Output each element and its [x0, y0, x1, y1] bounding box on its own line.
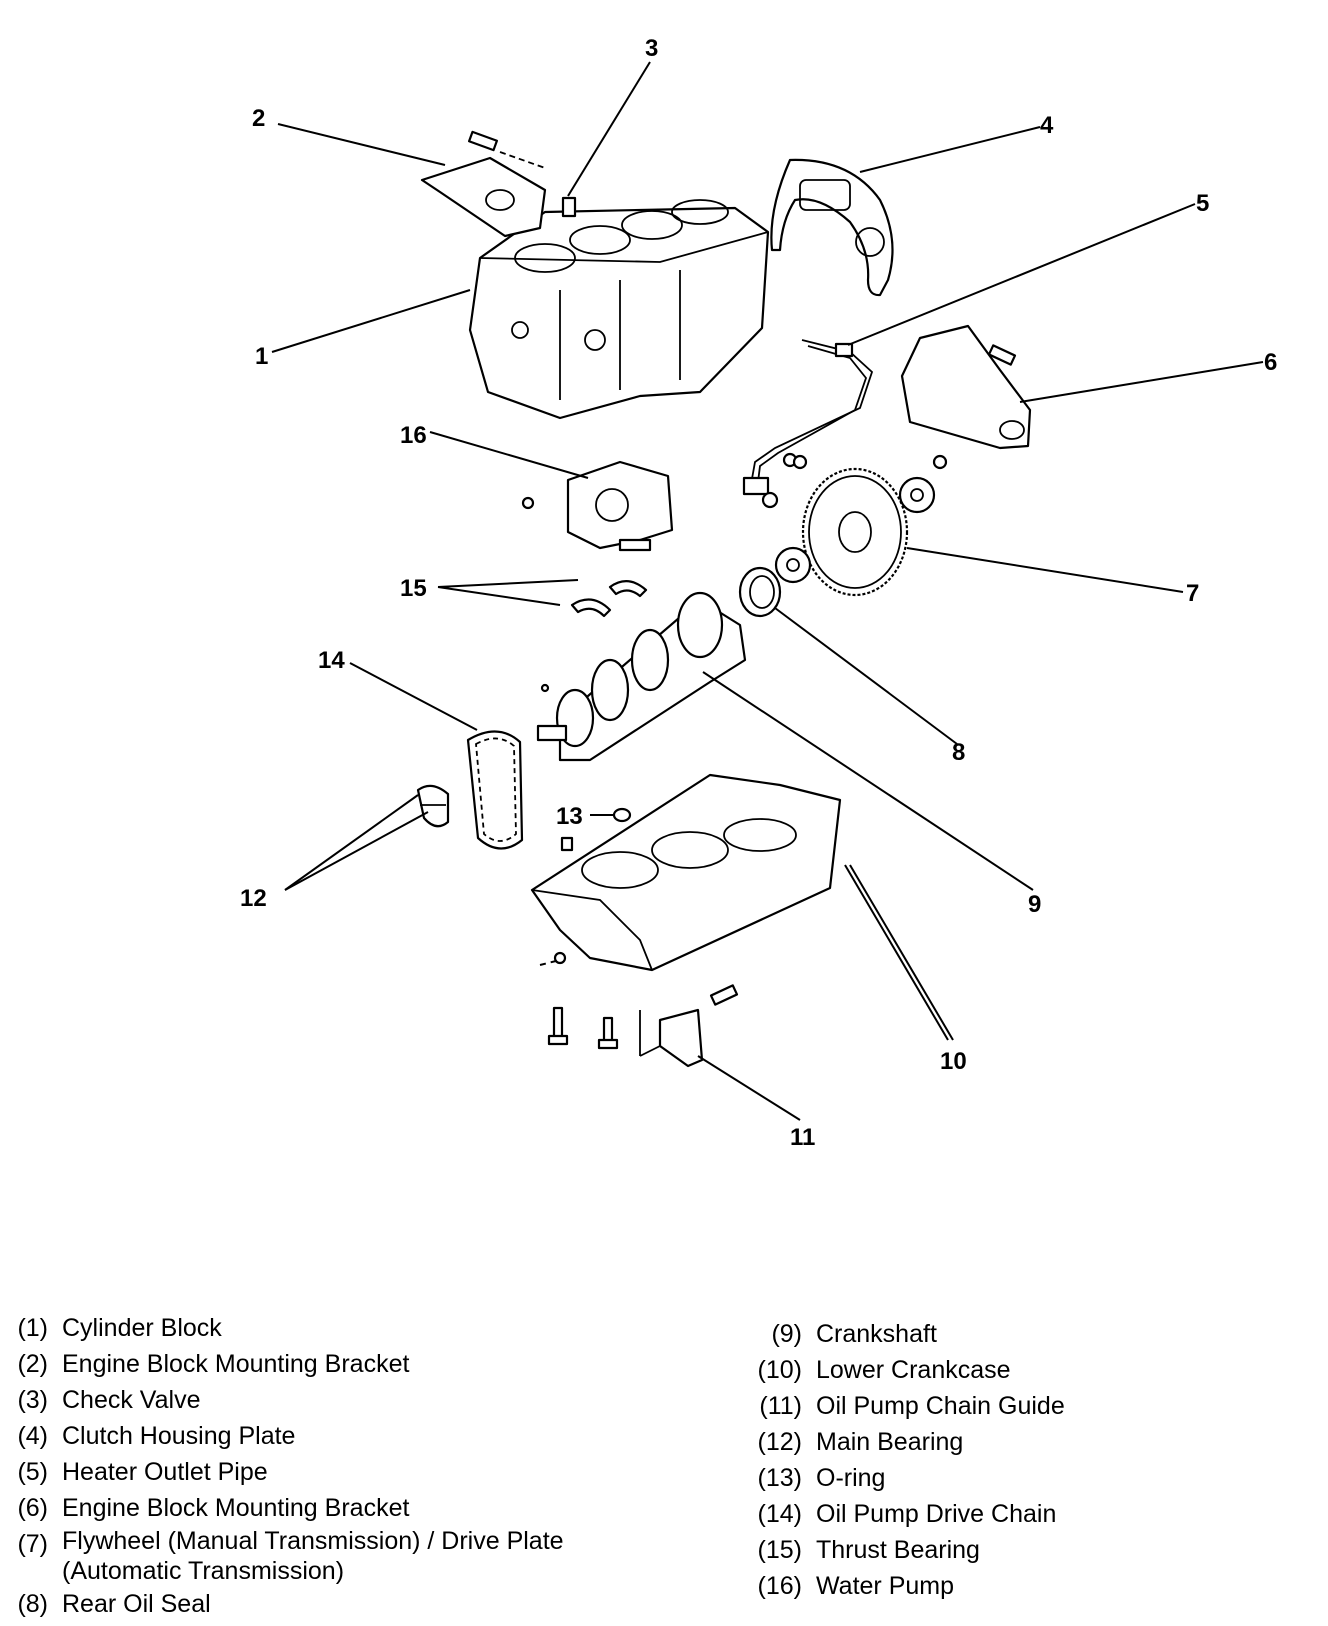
flywheel-drive-plate	[774, 454, 948, 597]
callout-12: 12	[240, 885, 267, 912]
legend-item: (10)Lower Crankcase	[757, 1356, 1011, 1384]
callout-10: 10	[940, 1048, 967, 1075]
callout-15: 15	[400, 575, 427, 602]
check-valve	[561, 196, 577, 218]
callout-1: 1	[255, 343, 268, 370]
legend-item: (13)O-ring	[757, 1464, 886, 1492]
crankcase-bolts	[547, 984, 739, 1050]
callout-11: 11	[790, 1124, 815, 1151]
callout-9: 9	[1028, 891, 1041, 918]
legend-item: (12)Main Bearing	[757, 1428, 964, 1456]
clutch-plate-hole	[855, 227, 885, 257]
main-bearing	[416, 784, 450, 828]
callout-8: 8	[952, 739, 965, 766]
callout-13: 13	[556, 803, 583, 830]
callout-7: 7	[1186, 580, 1199, 607]
legend-item: (15)Thrust Bearing	[757, 1536, 980, 1564]
water-pump	[521, 460, 674, 552]
legend-item: (16)Water Pump	[757, 1572, 955, 1600]
callout-5: 5	[1196, 190, 1209, 217]
lower-crankcase	[530, 773, 842, 972]
legend-right: (9)Crankshaft (10)Lower Crankcase (11)Oi…	[740, 1316, 1065, 1604]
heater-outlet-pipe	[742, 339, 874, 509]
rear-oil-seal	[738, 566, 782, 618]
legend-item: (7)Flywheel (Manual Transmission) / Driv…	[17, 1527, 564, 1585]
callout-3: 3	[645, 35, 658, 62]
callout-2: 2	[252, 105, 265, 132]
clutch-housing-plate	[770, 158, 894, 297]
legend-item: (3)Check Valve	[17, 1386, 201, 1414]
engine-block-mounting-bracket-right	[900, 324, 1032, 450]
legend-item: (11)Oil Pump Chain Guide	[759, 1392, 1065, 1420]
callout-16: 16	[400, 422, 427, 449]
clutch-plate-window	[799, 179, 851, 211]
callout-labels: 1 2 3 4 5 6 7 8 9 10 11 12 13 14 15 16	[240, 35, 1277, 1151]
legend-item: (8)Rear Oil Seal	[17, 1590, 211, 1618]
callout-14: 14	[318, 647, 345, 674]
callout-4: 4	[1040, 112, 1054, 139]
cylinder-block	[468, 199, 770, 420]
legend-item: (9)Crankshaft	[771, 1320, 937, 1348]
legend-item: (1)Cylinder Block	[17, 1314, 222, 1342]
legend-item: (6)Engine Block Mounting Bracket	[17, 1494, 410, 1522]
callout-6: 6	[1264, 349, 1277, 376]
thrust-bearings	[570, 580, 648, 618]
oil-pump-chain-guide	[639, 1008, 704, 1068]
oil-pump-drive-chain	[466, 730, 524, 850]
dowel-pin	[560, 836, 574, 852]
legend-item: (14)Oil Pump Drive Chain	[757, 1500, 1057, 1528]
legend-item: (2)Engine Block Mounting Bracket	[17, 1350, 410, 1378]
leader-lines	[271, 61, 1264, 1121]
exploded-engine-diagram: 1 2 3 4 5 6 7 8 9 10 11 12 13 14 15 16	[240, 35, 1277, 1151]
crankshaft	[536, 591, 747, 762]
legend-item: (4)Clutch Housing Plate	[17, 1422, 296, 1450]
engine-block-mounting-bracket-left	[420, 130, 547, 238]
legend-left: (1)Cylinder Block (2)Engine Block Mounti…	[8, 1310, 582, 1622]
o-ring	[612, 807, 632, 823]
legend-item: (5)Heater Outlet Pipe	[17, 1458, 268, 1486]
